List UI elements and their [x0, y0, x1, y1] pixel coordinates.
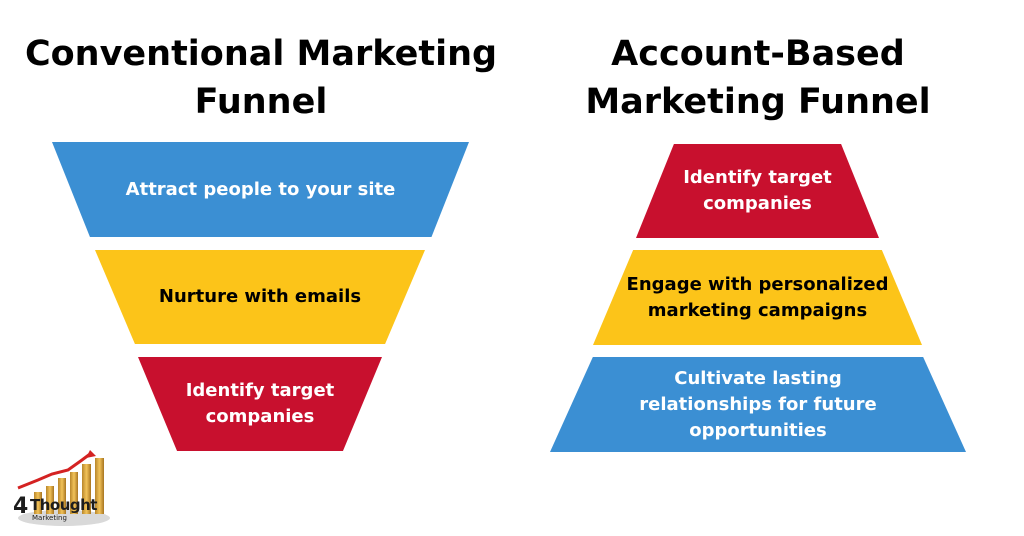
logo-word: Thought — [30, 496, 97, 514]
abm-tier-engage: Engage with personalized marketing campa… — [593, 250, 922, 345]
abm-tier-cultivate-label: Cultivate lasting relationships for futu… — [639, 367, 877, 441]
rising-bar-chart-arrow-icon — [17, 450, 110, 526]
abm-tier-cultivate: Cultivate lasting relationships for futu… — [550, 357, 966, 452]
conventional-tier-identify-label: Identify target companies — [185, 380, 335, 427]
conventional-tier-nurture: Nurture with emails — [95, 250, 425, 344]
abm-funnel-title: Account-Based Marketing Funnel — [585, 34, 931, 122]
conventional-tier-identify: Identify target companies — [138, 357, 382, 451]
company-logo: 4 Thought Marketing — [12, 448, 112, 526]
abm-tier-identify-label: Identify target companies — [683, 167, 832, 214]
conventional-tier-attract-label: Attract people to your site — [125, 178, 396, 200]
conventional-tier-nurture-label: Nurture with emails — [158, 286, 362, 307]
abm-tier-identify: Identify target companies — [636, 144, 879, 238]
logo-number: 4 — [13, 494, 29, 519]
abm-funnel: Account-Based Marketing Funnel Identify … — [512, 0, 1024, 536]
abm-tier-engage-label: Engage with personalized marketing campa… — [626, 273, 889, 321]
conventional-tier-attract: Attract people to your site — [52, 142, 469, 237]
logo-subtitle: Marketing — [32, 514, 67, 522]
conventional-funnel-title: Conventional Marketing Funnel — [24, 34, 498, 122]
conventional-funnel: Conventional Marketing Funnel Attract pe… — [25, 34, 497, 451]
